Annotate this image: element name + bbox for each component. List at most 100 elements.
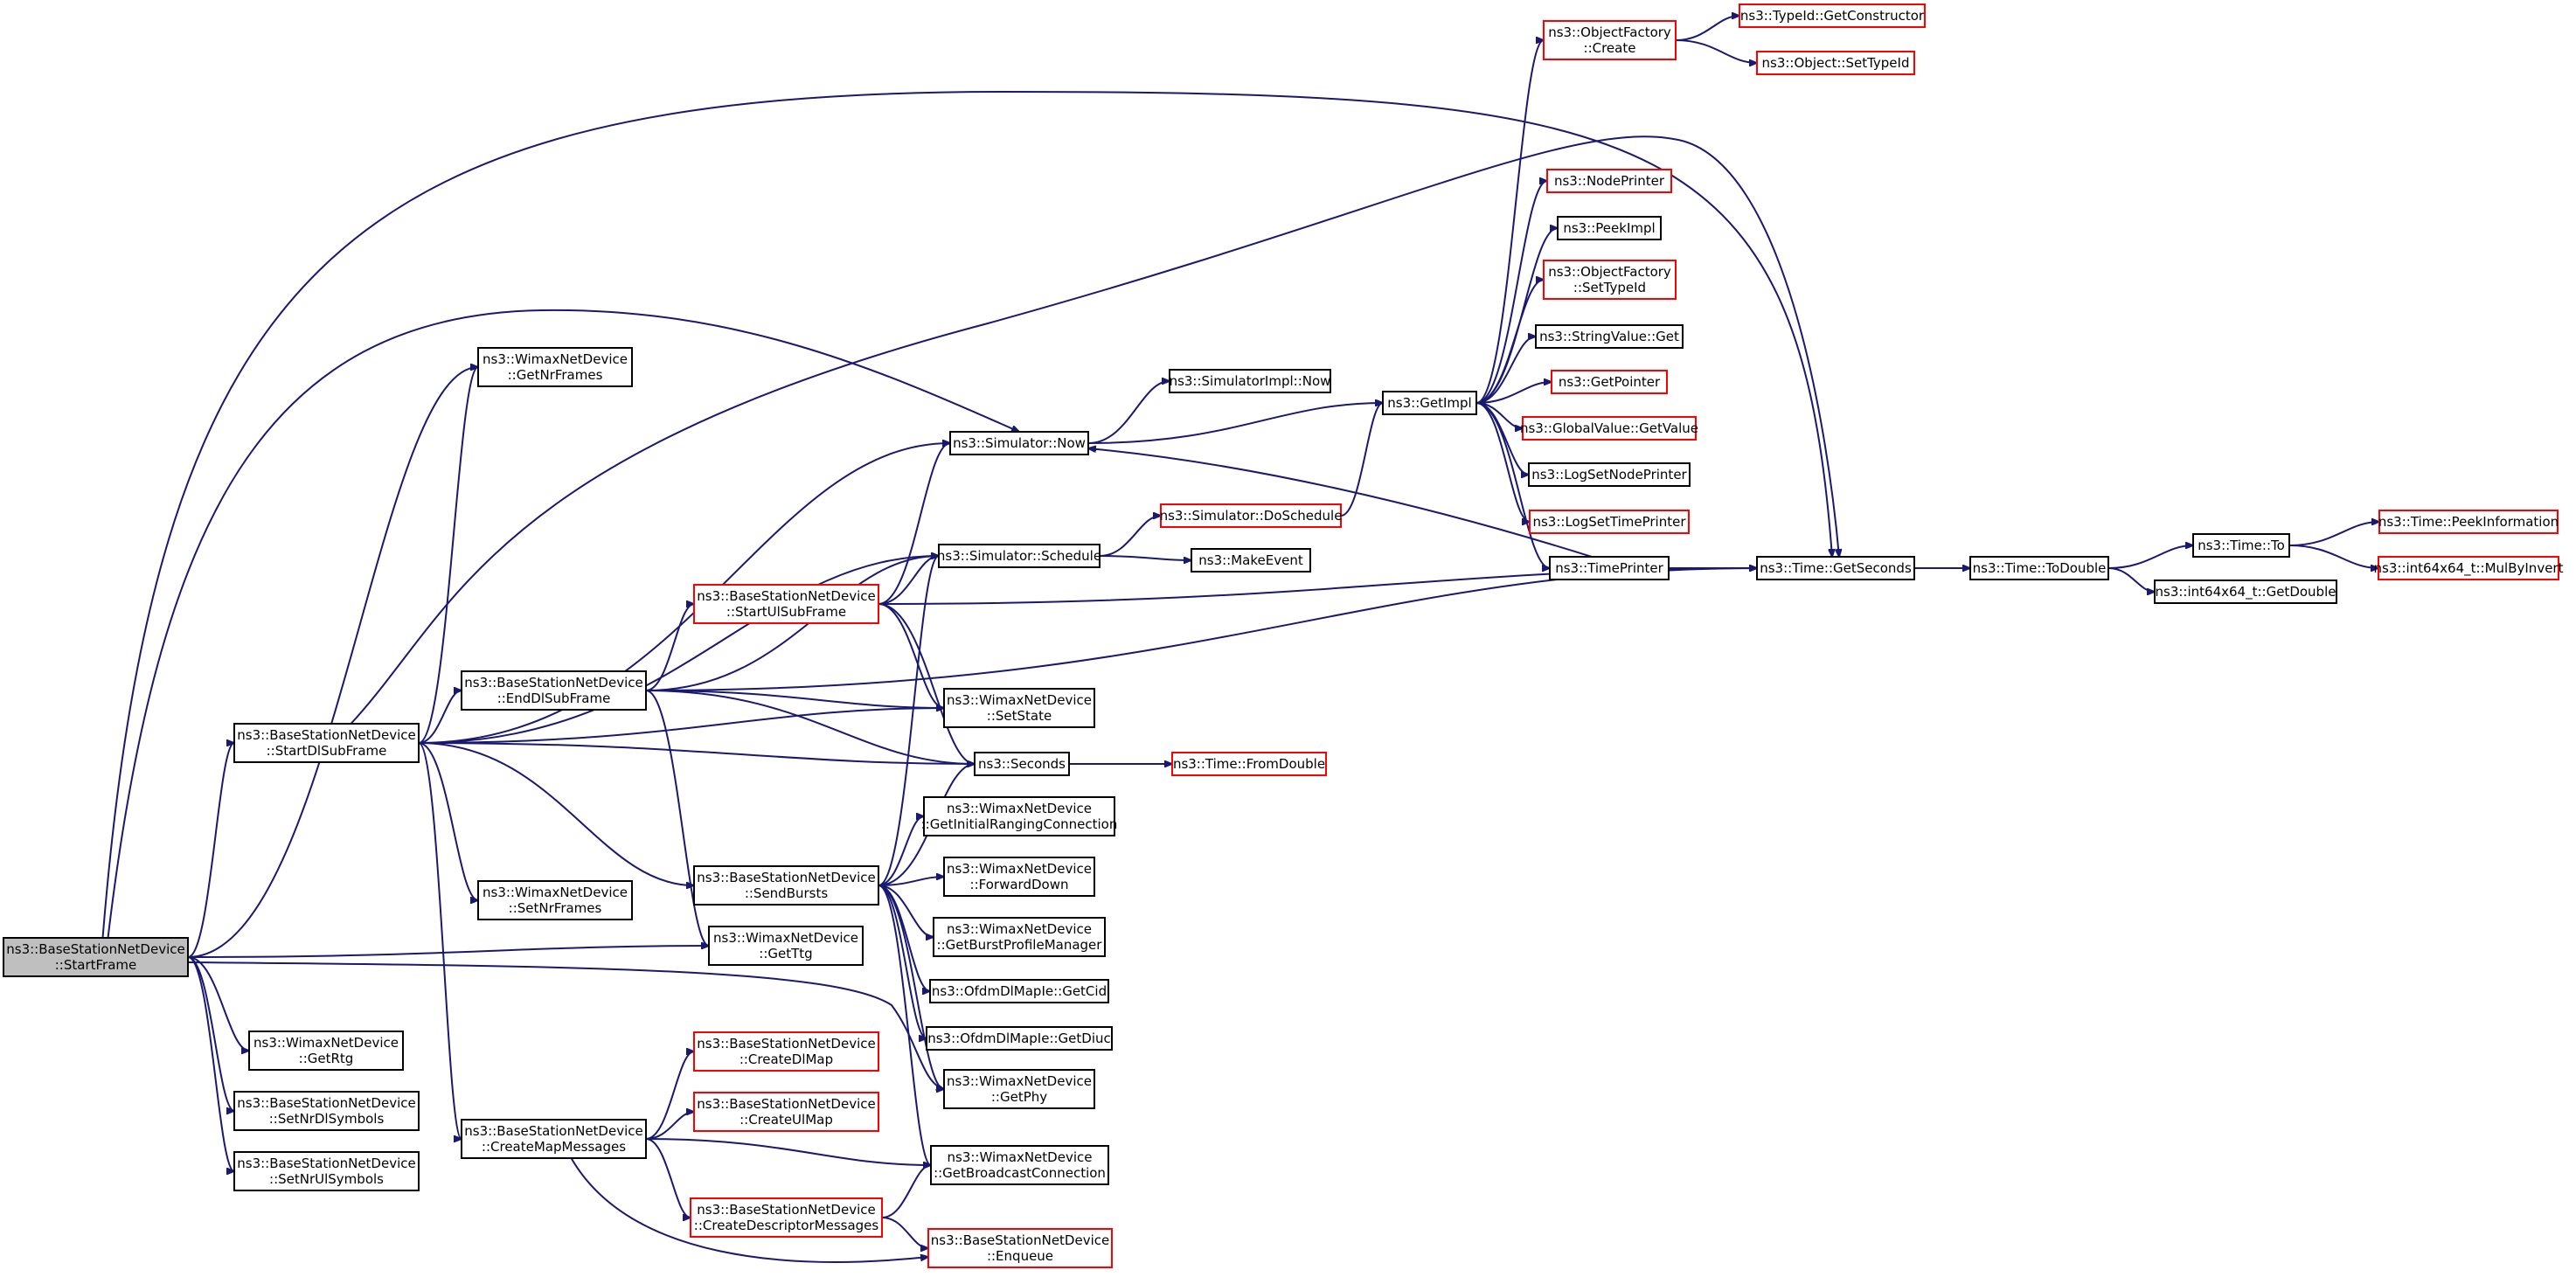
node-fromdouble[interactable]: ns3::Time::FromDouble <box>1171 752 1327 776</box>
node-getttg[interactable]: ns3::WimaxNetDevice::GetTtg <box>708 926 864 966</box>
node-getnrframes[interactable]: ns3::WimaxNetDevice::GetNrFrames <box>477 347 633 387</box>
node-label: ::CreateMapMessages <box>482 1139 626 1155</box>
node-simnow[interactable]: ns3::Simulator::Now <box>949 431 1089 455</box>
node-label: ns3::LogSetTimePrinter <box>1532 514 1686 530</box>
node-label: ns3::int64x64_t::GetDouble <box>2156 584 2336 600</box>
node-label: ns3::BaseStationNetDevice <box>6 941 184 957</box>
node-setnrdlsymbols[interactable]: ns3::BaseStationNetDevice::SetNrDlSymbol… <box>233 1091 420 1131</box>
edge-enddlsubframe-to-setstate <box>645 690 944 708</box>
node-enddlsubframe[interactable]: ns3::BaseStationNetDevice::EndDlSubFrame <box>461 670 647 711</box>
node-label: ns3::BaseStationNetDevice <box>464 675 642 691</box>
node-label: ::ForwardDown <box>970 877 1069 892</box>
edge-startframe-to-timegetseconds <box>101 90 1833 939</box>
edge-sendbursts-to-forwarddown <box>878 877 944 886</box>
node-box <box>1969 556 2109 580</box>
node-timeprinter[interactable]: ns3::TimePrinter <box>1549 556 1670 580</box>
node-getinitialranging[interactable]: ns3::WimaxNetDevice::GetInitialRangingCo… <box>921 796 1118 836</box>
node-mulbyinvert[interactable]: ns3::int64x64_t::MulByInvert <box>2374 556 2564 580</box>
node-label: ::CreateDescriptorMessages <box>694 1218 879 1233</box>
node-enqueue[interactable]: ns3::BaseStationNetDevice::Enqueue <box>927 1228 1113 1268</box>
node-box <box>926 1026 1113 1051</box>
node-box <box>938 544 1101 568</box>
node-label: ns3::TimePrinter <box>1555 560 1663 576</box>
node-stringvalueget[interactable]: ns3::StringValue::Get <box>1535 324 1684 349</box>
node-setstate[interactable]: ns3::WimaxNetDevice::SetState <box>943 688 1095 728</box>
node-getcid[interactable]: ns3::OfdmDlMapIe::GetCid <box>929 979 1109 1003</box>
node-getrtg[interactable]: ns3::WimaxNetDevice::GetRtg <box>248 1031 404 1071</box>
node-createmapmessages[interactable]: ns3::BaseStationNetDevice::CreateMapMess… <box>461 1119 647 1159</box>
node-box <box>248 1031 404 1071</box>
node-ofsettypeid[interactable]: ns3::ObjectFactory::SetTypeId <box>1543 260 1677 300</box>
node-setnrulsymbols[interactable]: ns3::BaseStationNetDevice::SetNrUlSymbol… <box>233 1151 420 1191</box>
edge-createmapmessages-to-getbroadcast <box>645 1138 931 1165</box>
node-setnrframes[interactable]: ns3::WimaxNetDevice::SetNrFrames <box>477 880 633 920</box>
node-logsetnodeprinter[interactable]: ns3::LogSetNodePrinter <box>1528 462 1691 487</box>
edge-simnow-to-simimplnow <box>1087 381 1170 444</box>
node-box <box>949 431 1089 455</box>
node-label: ns3::Time::FromDouble <box>1173 756 1325 772</box>
edge-startdlsubframe-to-enddlsubframe <box>418 691 462 744</box>
node-makeevent[interactable]: ns3::MakeEvent <box>1191 548 1311 573</box>
node-simimplnow[interactable]: ns3::SimulatorImpl::Now <box>1169 369 1331 393</box>
node-getimpl[interactable]: ns3::GetImpl <box>1382 391 1477 415</box>
edge-createdescriptormessages-to-getbroadcast <box>881 1165 931 1218</box>
node-label: ns3::GetImpl <box>1387 395 1471 411</box>
node-typeidgetconstructor[interactable]: ns3::TypeId::GetConstructor <box>1739 3 1926 28</box>
node-startframe[interactable]: ns3::BaseStationNetDevice::StartFrame <box>3 937 189 977</box>
edge-doschedule-to-getimpl <box>1340 403 1383 517</box>
node-startulsubframe[interactable]: ns3::BaseStationNetDevice::StartUlSubFra… <box>693 584 879 624</box>
node-box <box>943 688 1095 728</box>
node-box <box>690 1197 883 1238</box>
node-simschedule[interactable]: ns3::Simulator::Schedule <box>937 544 1101 568</box>
node-label: ns3::WimaxNetDevice <box>483 351 628 367</box>
node-doschedule[interactable]: ns3::Simulator::DoSchedule <box>1160 503 1343 528</box>
edge-getimpl-to-nodeprinter <box>1475 181 1547 404</box>
node-box <box>1171 752 1327 776</box>
edge-enddlsubframe-to-seconds <box>645 690 975 764</box>
node-label: ::CreateDlMap <box>739 1051 833 1067</box>
node-timeto[interactable]: ns3::Time::To <box>2192 533 2290 558</box>
node-box <box>693 1031 879 1072</box>
node-label: ns3::Simulator::Schedule <box>937 548 1101 564</box>
node-label: ns3::BaseStationNetDevice <box>931 1232 1109 1248</box>
node-box <box>477 347 633 387</box>
node-label: ns3::BaseStationNetDevice <box>237 1095 415 1111</box>
node-ofcreate[interactable]: ns3::ObjectFactory::Create <box>1543 20 1677 60</box>
node-objectsettypeid[interactable]: ns3::Object::SetTypeId <box>1756 51 1915 75</box>
node-timetodouble[interactable]: ns3::Time::ToDouble <box>1969 556 2109 580</box>
node-label: ::GetRtg <box>299 1051 354 1066</box>
node-forwarddown[interactable]: ns3::WimaxNetDevice::ForwardDown <box>943 857 1095 897</box>
edge-startdlsubframe-to-getnrframes <box>418 367 478 744</box>
edge-startulsubframe-to-seconds <box>878 603 975 764</box>
node-label: ns3::OfdmDlMapIe::GetDiuc <box>927 1031 1111 1046</box>
edge-getimpl-to-logsetnodeprinter <box>1475 402 1529 475</box>
node-logsettimeprinter[interactable]: ns3::LogSetTimePrinter <box>1529 510 1690 534</box>
node-createulmap[interactable]: ns3::BaseStationNetDevice::CreateUlMap <box>693 1092 879 1132</box>
node-createdlmap[interactable]: ns3::BaseStationNetDevice::CreateDlMap <box>693 1031 879 1072</box>
node-timegetseconds[interactable]: ns3::Time::GetSeconds <box>1756 556 1915 580</box>
node-sendbursts[interactable]: ns3::BaseStationNetDevice::SendBursts <box>693 865 879 906</box>
node-startdlsubframe[interactable]: ns3::BaseStationNetDevice::StartDlSubFra… <box>233 723 420 763</box>
node-seconds[interactable]: ns3::Seconds <box>974 752 1070 776</box>
node-globalvalueget[interactable]: ns3::GlobalValue::GetValue <box>1520 416 1698 441</box>
node-label: ns3::BaseStationNetDevice <box>697 1202 875 1218</box>
node-box <box>233 1091 420 1131</box>
node-getpointer[interactable]: ns3::GetPointer <box>1551 370 1668 394</box>
node-label: ns3::WimaxNetDevice <box>947 692 1092 708</box>
edge-startdlsubframe-to-seconds <box>418 742 975 764</box>
node-peekimpl[interactable]: ns3::PeekImpl <box>1557 216 1662 240</box>
node-getphy[interactable]: ns3::WimaxNetDevice::GetPhy <box>943 1069 1095 1109</box>
node-box <box>1543 260 1677 300</box>
node-getdiuc[interactable]: ns3::OfdmDlMapIe::GetDiuc <box>926 1026 1113 1051</box>
node-box <box>461 1119 647 1159</box>
node-box <box>2154 580 2337 604</box>
edge-startframe-to-startdlsubframe <box>187 743 234 958</box>
node-label: ::SetNrDlSymbols <box>269 1111 385 1127</box>
node-createdescriptormessages[interactable]: ns3::BaseStationNetDevice::CreateDescrip… <box>690 1197 883 1238</box>
node-nodeprinter[interactable]: ns3::NodePrinter <box>1546 169 1672 193</box>
edge-startdlsubframe-to-createmapmessages <box>418 742 462 1139</box>
node-getbroadcast[interactable]: ns3::WimaxNetDevice::GetBroadcastConnect… <box>930 1145 1109 1185</box>
node-getburstprofile[interactable]: ns3::WimaxNetDevice::GetBurstProfileMana… <box>933 917 1106 957</box>
node-timepeekinfo[interactable]: ns3::Time::PeekInformation <box>2378 510 2559 534</box>
node-int64getdouble[interactable]: ns3::int64x64_t::GetDouble <box>2154 580 2337 604</box>
